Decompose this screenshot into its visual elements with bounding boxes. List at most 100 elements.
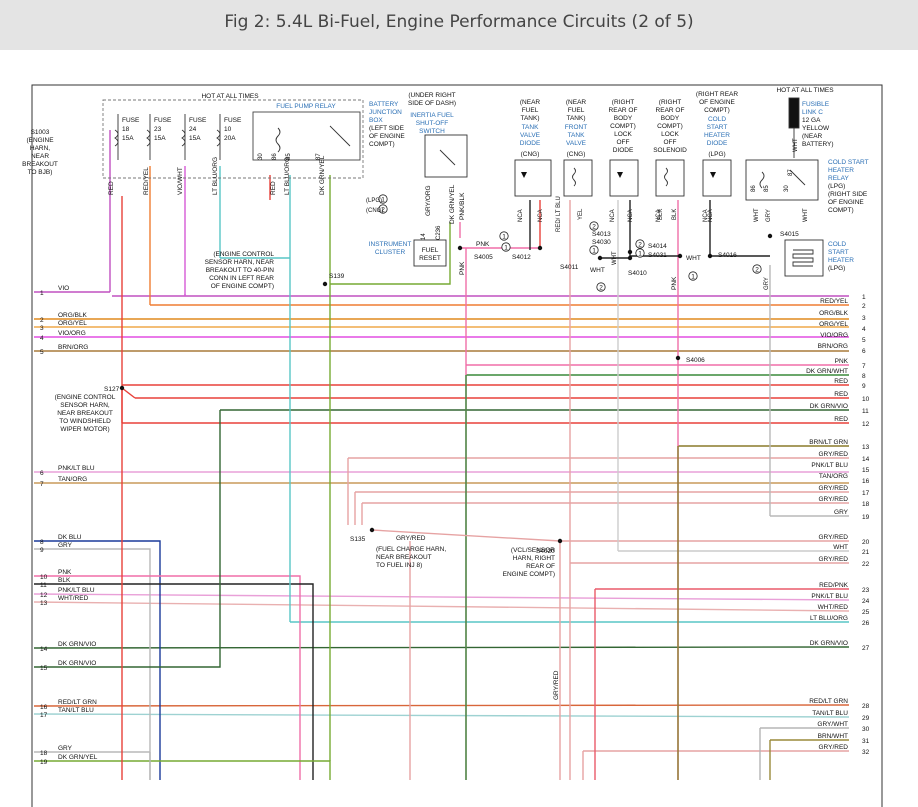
circled-number-1 [589, 221, 599, 231]
right-wire-label: GRY/RED [819, 744, 849, 751]
cold-start-heater-diode-loc: OF ENGINE [699, 99, 735, 106]
right-wire-label: BRN/LT GRN [809, 439, 848, 446]
left-pin-2: 2 [40, 317, 44, 324]
hot-at-all-times-2: HOT AT ALL TIMES [776, 87, 834, 94]
fuse-number: 10 [224, 126, 232, 133]
s1003-note: HARN, [30, 145, 50, 152]
left-pin-16: 16 [40, 704, 48, 711]
left-pin-9: 9 [40, 547, 44, 554]
right-wire-label: TAN/ORG [819, 473, 848, 480]
diode-symbol-3 [710, 172, 716, 178]
left-wire-label: RED/LT GRN [58, 699, 97, 706]
circled-number-7-text: 2 [755, 266, 759, 273]
wht-fusible: WHT [793, 138, 799, 152]
s1003-note: (ENGINE [26, 137, 54, 144]
fuse-element [181, 129, 186, 147]
wire-pnk-10 [34, 575, 301, 780]
right-wire-label: DK GRN/VIO [810, 403, 848, 410]
nca-label: NCA [703, 209, 709, 222]
splice-label-S4030: S4030 [592, 239, 611, 246]
right-wire-label: DK GRN/WHT [806, 368, 848, 375]
left-pin-11: 11 [40, 582, 47, 589]
cold-start-heater-relay-title: COLD START [828, 159, 869, 166]
circled-number-4-text: 1 [638, 250, 642, 257]
left-wire-label: BLK [58, 577, 71, 584]
wht-label-2: WHT [803, 208, 809, 222]
relay-pin: 30 [258, 153, 264, 160]
nca-label: NCA [656, 209, 662, 222]
right-wire-label: BRN/ORG [818, 343, 848, 350]
relay2-coil [759, 171, 765, 189]
right-pin-20: 20 [862, 539, 870, 546]
right-wire-label: GRY/RED [819, 496, 849, 503]
relay2-pin: 86 [751, 185, 757, 192]
splice-dot-6 [677, 253, 683, 259]
right-pin-4: 4 [862, 326, 866, 333]
right-pin-5: 5 [862, 337, 866, 344]
left-wire-label: DK GRN/VIO [58, 641, 96, 648]
wire-wht-red-25 [33, 601, 850, 612]
cold-start-heater-title: START [828, 249, 849, 256]
circled-number-6 [688, 271, 698, 281]
blk-label-2: BLK [672, 209, 678, 220]
fusible-link-desc: (NEAR [802, 133, 823, 140]
left-wire-label: TAN/ORG [58, 476, 87, 483]
circled-number-7 [752, 264, 762, 274]
right-pin-21: 21 [862, 549, 870, 556]
left-wire-label: VIO [58, 285, 69, 292]
figure-title: Fig 2: 5.4L Bi-Fuel, Engine Performance … [224, 12, 694, 32]
figure-header: Fig 2: 5.4L Bi-Fuel, Engine Performance … [0, 0, 918, 50]
right-pin-25: 25 [862, 609, 870, 616]
fuel-pump-relay-label: FUEL PUMP RELAY [276, 103, 336, 110]
wht-vertical-label: WHT [612, 251, 618, 265]
vertical-wire-label: LT BLU/ORG [212, 157, 219, 195]
left-pin-12: 12 [40, 592, 48, 599]
circled-number-4 [635, 248, 645, 258]
tank-valve-diode-sub: (CNG) [521, 151, 540, 158]
wire-dkgrn-vio-27 [33, 646, 850, 649]
cold-start-heater-relay-title: HEATER [828, 167, 854, 174]
right-pin-7: 7 [862, 363, 866, 370]
fuse-number: 24 [189, 126, 197, 133]
wire-pnk-ltblu-24 [33, 593, 850, 601]
vertical-wire-label: VIO/WHT [177, 167, 184, 195]
wire-gry-9 [34, 548, 151, 780]
fusible-link-desc: BATTERY) [802, 141, 834, 148]
right-pin-29: 29 [862, 715, 870, 722]
splice-dot-12 [557, 538, 563, 544]
s127-note: SENSOR HARN, [60, 402, 110, 409]
s127-note: NEAR BREAKOUT [57, 410, 113, 417]
lock-off-solenoid-label: REAR OF [656, 107, 685, 114]
right-wire-label: ORG/BLK [819, 310, 849, 317]
splice-label-S127: S127 [104, 386, 120, 393]
cold-start-heater-relay-desc: COMPT) [828, 207, 854, 214]
front-tank-valve-loc: TANK) [566, 115, 585, 122]
right-pin-9: 9 [862, 383, 866, 390]
s139-note: SENSOR HARN, NEAR [205, 259, 275, 266]
nca-label: NCA [518, 209, 524, 222]
left-pin-8: 8 [40, 539, 44, 546]
circled-number-3-text: 2 [638, 241, 642, 248]
lpg-circle [378, 194, 388, 204]
inertia-wire-label: DK GRN/YEL [449, 184, 456, 224]
inertia-title: SWITCH [419, 128, 445, 135]
right-wire-label: GRY/WHT [817, 721, 848, 728]
wht-s4010-label: WHT [590, 267, 605, 274]
left-wire-label: VIO/ORG [58, 330, 86, 337]
lpg-circle-text: 1 [381, 196, 385, 203]
right-pin-26: 26 [862, 620, 870, 627]
heater-element [792, 249, 814, 267]
left-pin-1: 1 [40, 290, 44, 297]
gry-red-s135-label: GRY/RED [396, 535, 426, 542]
fusible-link-title: LINK C [802, 109, 823, 116]
relay2-pin: 87 [788, 169, 794, 176]
left-pin-7: 7 [40, 481, 44, 488]
vertical-wire-label: DK GRN/YEL [319, 155, 326, 195]
right-pin-17: 17 [862, 490, 870, 497]
s127-note: (ENGINE CONTROL [55, 394, 116, 401]
left-pin-17: 17 [40, 712, 48, 719]
inertia-title: INERTIA FUEL [410, 112, 454, 119]
relay-coil [275, 127, 281, 153]
right-pin-28: 28 [862, 703, 870, 710]
right-pin-32: 32 [862, 749, 870, 756]
